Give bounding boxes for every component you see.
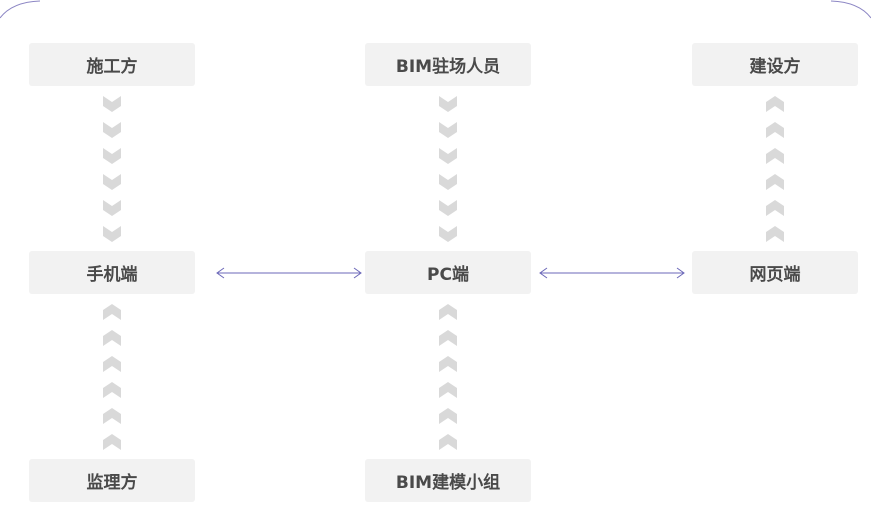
chevron-down-column: [103, 96, 121, 242]
chevron-down-icon: [103, 148, 121, 164]
chevron-up-icon: [103, 382, 121, 398]
chevron-up-icon: [103, 434, 121, 450]
chevron-down-icon: [103, 174, 121, 190]
node-supervisor: 监理方: [29, 459, 195, 502]
node-owner: 建设方: [692, 43, 858, 86]
chevron-up-icon: [439, 434, 457, 450]
chevron-down-icon: [103, 200, 121, 216]
chevron-up-icon: [439, 382, 457, 398]
chevron-down-icon: [439, 174, 457, 190]
node-label: 施工方: [86, 57, 138, 77]
chevron-up-icon: [103, 408, 121, 424]
chevron-up-column: [766, 96, 784, 242]
chevron-up-column: [439, 304, 457, 450]
chevron-up-icon: [103, 304, 121, 320]
frame-border: [0, 0, 871, 19]
node-label: 网页端: [749, 265, 801, 285]
node-bim-onsite: BIM驻场人员: [365, 43, 531, 86]
chevron-up-icon: [439, 356, 457, 372]
chevron-up-icon: [766, 96, 784, 112]
chevron-up-column: [103, 304, 121, 450]
node-label: PC端: [427, 265, 469, 285]
chevron-down-column: [439, 96, 457, 242]
chevron-up-icon: [766, 148, 784, 164]
chevron-up-icon: [103, 330, 121, 346]
chevron-up-icon: [439, 408, 457, 424]
chevron-down-icon: [439, 226, 457, 242]
chevron-down-icon: [439, 122, 457, 138]
chevron-up-icon: [766, 226, 784, 242]
connector-mobile-pc: [216, 267, 362, 279]
node-mobile: 手机端: [29, 251, 195, 294]
chevron-down-icon: [103, 122, 121, 138]
chevron-up-icon: [766, 174, 784, 190]
chevron-down-icon: [103, 226, 121, 242]
node-label: BIM驻场人员: [395, 57, 501, 77]
node-contractor: 施工方: [29, 43, 195, 86]
chevron-up-icon: [439, 304, 457, 320]
chevron-up-icon: [439, 330, 457, 346]
chevron-up-icon: [103, 356, 121, 372]
node-label: 监理方: [86, 473, 138, 493]
chevron-down-icon: [439, 96, 457, 112]
chevron-down-icon: [439, 200, 457, 216]
node-label: 建设方: [749, 57, 801, 77]
node-label: 手机端: [86, 265, 138, 285]
node-label: BIM建模小组: [395, 473, 501, 493]
chevron-up-icon: [766, 122, 784, 138]
node-web: 网页端: [692, 251, 858, 294]
connector-pc-web: [539, 267, 685, 279]
node-pc: PC端: [365, 251, 531, 294]
node-bim-modeling: BIM建模小组: [365, 459, 531, 502]
chevron-down-icon: [103, 96, 121, 112]
chevron-up-icon: [766, 200, 784, 216]
chevron-down-icon: [439, 148, 457, 164]
